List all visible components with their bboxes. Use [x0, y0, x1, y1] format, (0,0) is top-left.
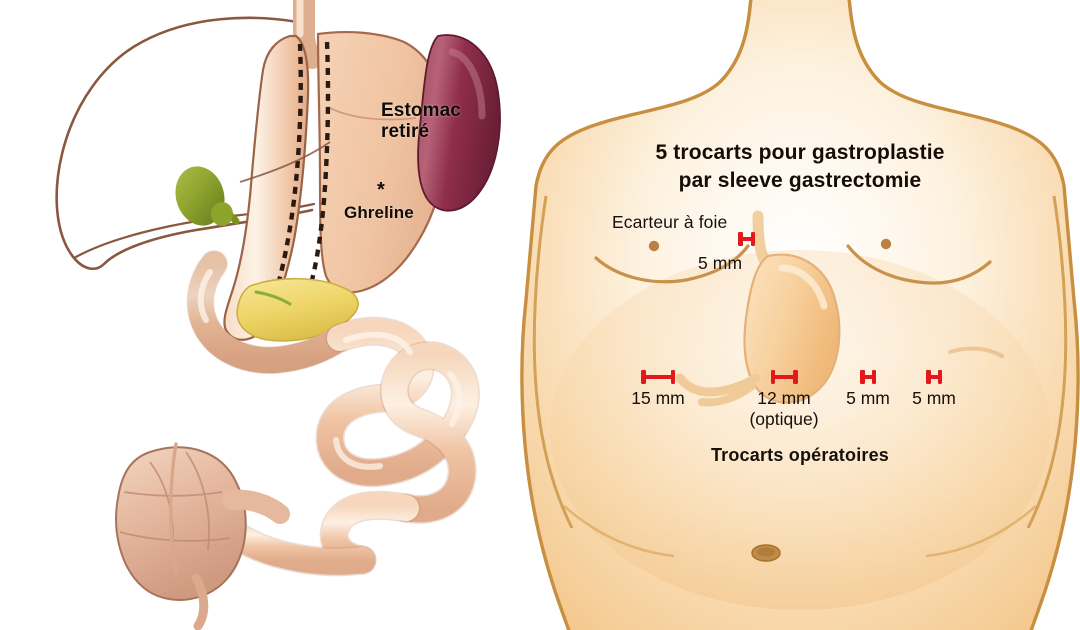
taenia-coli — [169, 442, 178, 574]
trocar-size-12mm: 12 mm — [757, 388, 811, 408]
duodenum-overlay-2 — [698, 382, 756, 407]
right-panel-trocar-placement: 5 trocarts pour gastroplastie par sleeve… — [520, 0, 1080, 630]
ileocecal-junction — [222, 489, 290, 524]
neck-contour-right — [847, 0, 882, 84]
diagram-title-line2: par sleeve gastrectomie — [678, 168, 922, 192]
trocar-size-5mm-a: 5 mm — [846, 388, 890, 408]
trocar-item-5mm-a: 5 mm — [826, 370, 910, 409]
resected-stomach — [316, 30, 448, 294]
anatomy-illustration — [55, 0, 501, 630]
left-panel-anatomy: Estomac retiré * Ghreline — [0, 0, 520, 630]
navel-inner — [757, 547, 775, 557]
trocar-marker-icon-5mm-b — [926, 370, 942, 384]
label-liver-retractor: Ecarteur à foie — [612, 212, 728, 232]
label-estomac-line1: Estomac — [381, 100, 461, 121]
small-intestine — [177, 316, 480, 577]
lesser-omentum-line — [239, 141, 331, 183]
label-estomac-retire: Estomac retiré — [381, 100, 461, 143]
label-estomac-line2: retiré — [381, 121, 430, 143]
appendix — [191, 573, 209, 630]
label-ghreline: Ghreline — [344, 203, 414, 222]
duodenum-overlay — [675, 373, 761, 397]
ghreline-asterisk-marker: * — [377, 179, 385, 201]
trocar-marker-icon-retractor — [738, 232, 755, 246]
staple-line-resected — [303, 41, 331, 301]
nipple-right — [880, 238, 892, 250]
nipple-left — [648, 240, 660, 252]
trocar-item-15mm: 15 mm — [598, 370, 718, 409]
stomach-overlay-highlight — [778, 264, 828, 310]
caecum — [115, 446, 247, 601]
label-liver-retractor-size: 5 mm — [698, 253, 743, 273]
diagram-title: 5 trocarts pour gastroplastie par sleeve… — [520, 139, 1080, 194]
hip-crease-right — [925, 505, 1037, 558]
flank-shadow-right — [948, 346, 1004, 358]
liver-outline — [55, 16, 314, 271]
trocar-size-5mm-b: 5 mm — [912, 388, 956, 408]
gallbladder-fundus — [211, 202, 233, 226]
trocar-note-12mm: (optique) — [749, 408, 819, 429]
pancreas-duct — [254, 290, 292, 306]
spleen-highlight — [448, 48, 486, 120]
resected-fold — [329, 107, 417, 121]
hip-crease-left — [563, 505, 675, 558]
esophagus — [293, 0, 323, 69]
trocar-item-5mm-b: 5 mm — [892, 370, 976, 409]
trocar-marker-icon-12mm — [770, 370, 798, 384]
neck-contour — [718, 0, 753, 84]
flank-line-left — [532, 195, 574, 529]
trocar-marker-icon-15mm — [641, 370, 675, 384]
breast-contour-left — [594, 244, 750, 284]
label-operative-trocars: Trocarts opératoires — [710, 445, 890, 465]
duodenum-highlight — [197, 269, 213, 323]
trocar-item-12mm: 12 mm (optique) — [724, 370, 844, 429]
diagram-title-line1: 5 trocarts pour gastroplastie — [655, 141, 945, 164]
flank-line-right — [1026, 195, 1068, 529]
belly-shading — [550, 250, 1050, 610]
trocar-size-15mm: 15 mm — [631, 388, 685, 408]
breast-contour-right — [846, 244, 992, 285]
gastric-sleeve — [223, 34, 310, 341]
trocar-marker-icon-5mm-a — [860, 370, 876, 384]
torso-illustration — [520, 0, 1080, 630]
